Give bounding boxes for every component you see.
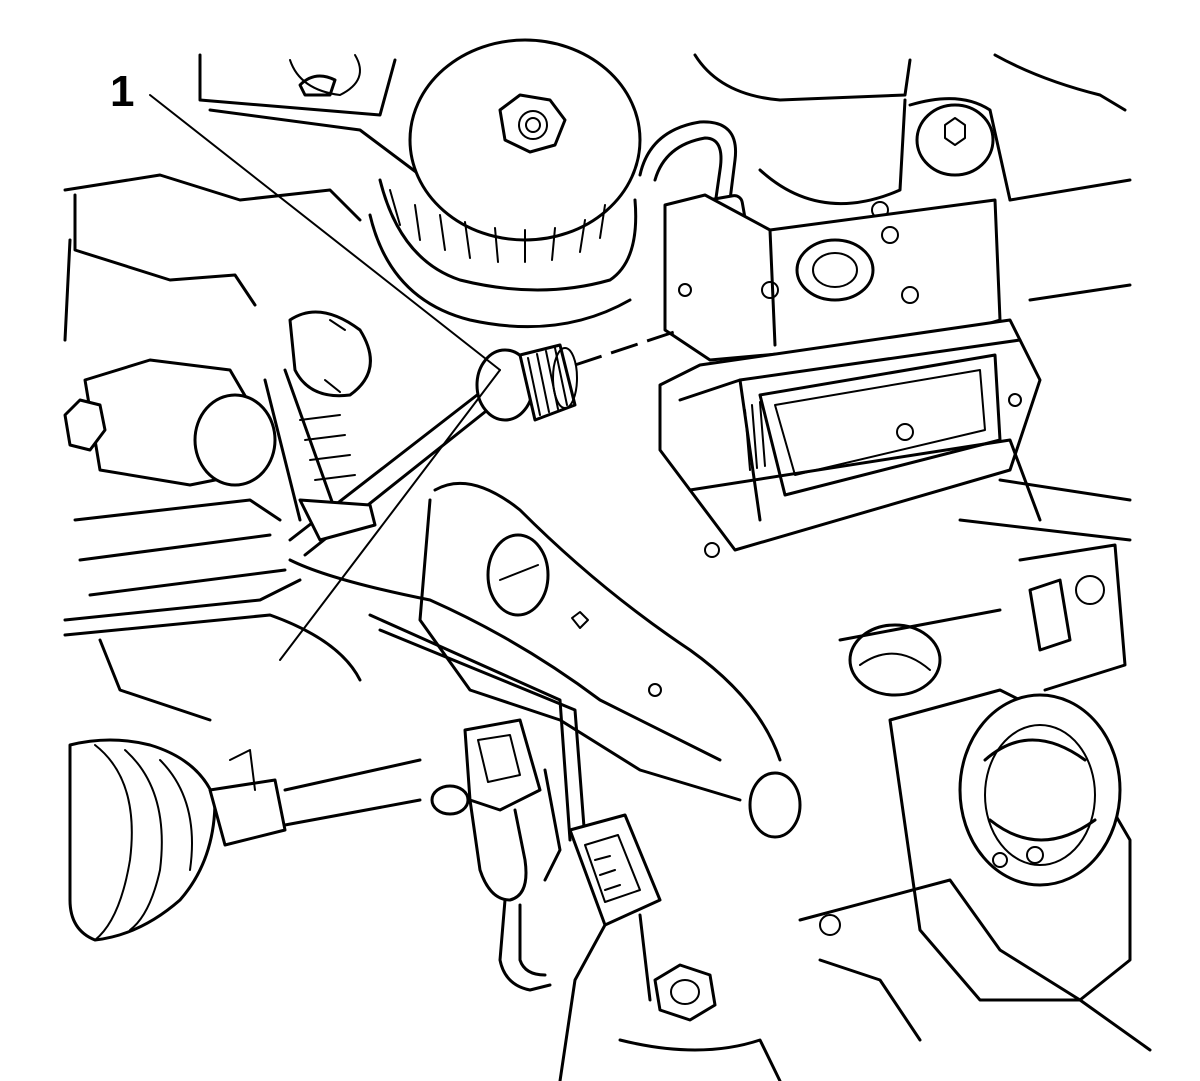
harness-connector-block	[558, 813, 662, 1081]
lower-left-arms	[63, 498, 362, 722]
fluid-reservoir-cap	[368, 38, 642, 329]
callout-number-1: 1	[110, 67, 135, 116]
mounting-bracket	[288, 481, 802, 839]
callout-leader-line	[149, 94, 501, 371]
brake-pipe-lower	[368, 613, 587, 842]
wiring-harness-left	[263, 368, 377, 542]
left-solenoid-assembly	[63, 173, 372, 487]
brake-pipe-fitting	[288, 343, 578, 557]
right-edge-frame	[958, 178, 1132, 542]
ebcm-connector	[658, 318, 1042, 558]
right-crossmember	[838, 543, 1127, 697]
sensor-connector	[430, 718, 562, 992]
cv-joint-boot	[68, 738, 422, 942]
upper-left-frame	[198, 53, 422, 177]
callout-leader-line-lower	[279, 369, 501, 661]
lower-bolt	[618, 963, 782, 1081]
lower-right-bushing	[798, 688, 1152, 1052]
alignment-dashed-line	[574, 328, 681, 367]
